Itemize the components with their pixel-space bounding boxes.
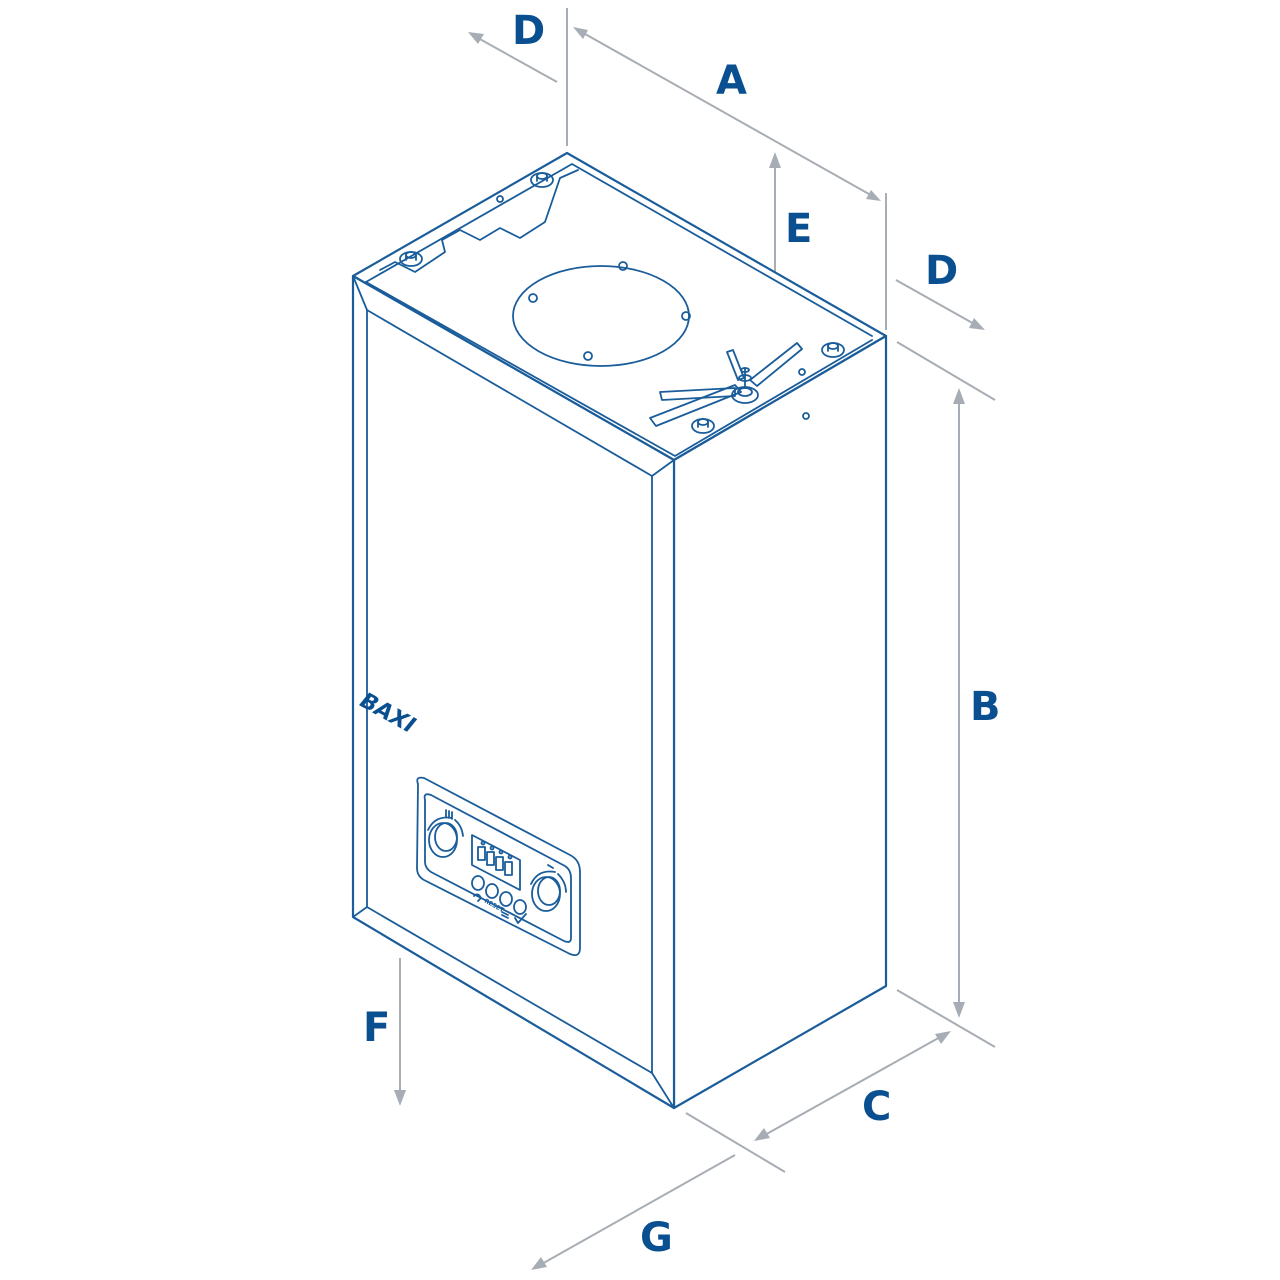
mounting-bolt-right [821,342,845,358]
mounting-bolt-left [399,251,423,267]
checkmark-icon [514,913,527,924]
control-panel-outline [416,776,581,957]
reset-button [485,883,499,899]
label-d-top: D [512,8,545,54]
label-g: G [640,1215,673,1261]
menu-button [499,891,513,907]
top-mounting-bracket [379,169,579,273]
flue-outlet-circle [512,265,690,367]
mounting-bolt-back [530,172,554,188]
label-e: E [785,206,812,252]
menu-lines-icon [501,911,509,916]
label-a: A [716,58,747,104]
label-f: F [363,1005,390,1051]
label-d-right: D [925,248,958,294]
mounting-bolt-front [691,418,715,434]
back-arrow-icon [473,893,482,902]
dimension-lines [394,8,996,1270]
boiler-body [351,151,888,1110]
lcd-display [471,834,521,891]
panel-buttons: RESET [471,875,527,924]
label-b: B [970,684,1001,730]
hot-water-temperature-knob [530,864,567,912]
label-c: C [862,1084,891,1130]
back-button [471,875,485,891]
tap-icon [547,864,554,869]
confirm-button [513,899,527,915]
pipe-connections [649,342,803,427]
side-face [672,334,888,1110]
top-details [399,172,845,434]
dimension-letters: D A E D B C F G [363,8,1001,1261]
heating-temperature-knob [427,816,464,858]
radiator-icon [445,809,453,820]
